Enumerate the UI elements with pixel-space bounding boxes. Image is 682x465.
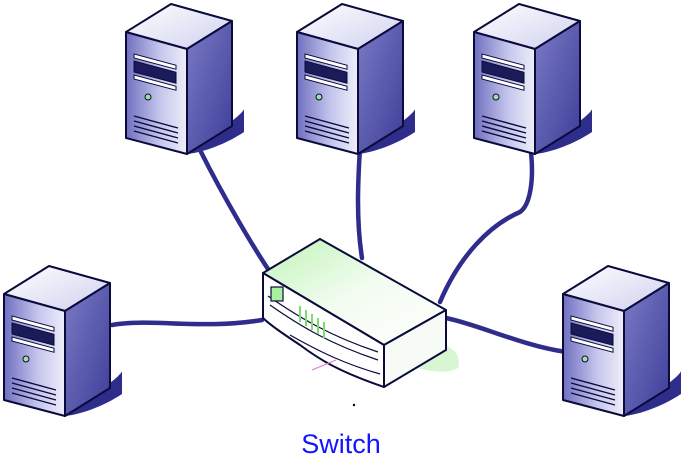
- server-right-icon: [562, 265, 682, 417]
- switch-caption: Switch: [301, 429, 381, 459]
- server-top-right-icon: [473, 3, 593, 155]
- cable-top-center: [355, 145, 365, 261]
- cable-top-left: [197, 147, 275, 278]
- cable-left: [109, 317, 265, 328]
- server-left-icon: [3, 265, 123, 417]
- cables: [109, 141, 569, 355]
- server-top-left-icon: [125, 3, 245, 155]
- network-switch-icon: [262, 238, 459, 407]
- server-top-center-icon: [296, 3, 416, 155]
- cable-right: [443, 315, 569, 355]
- cable-top-right: [437, 141, 535, 305]
